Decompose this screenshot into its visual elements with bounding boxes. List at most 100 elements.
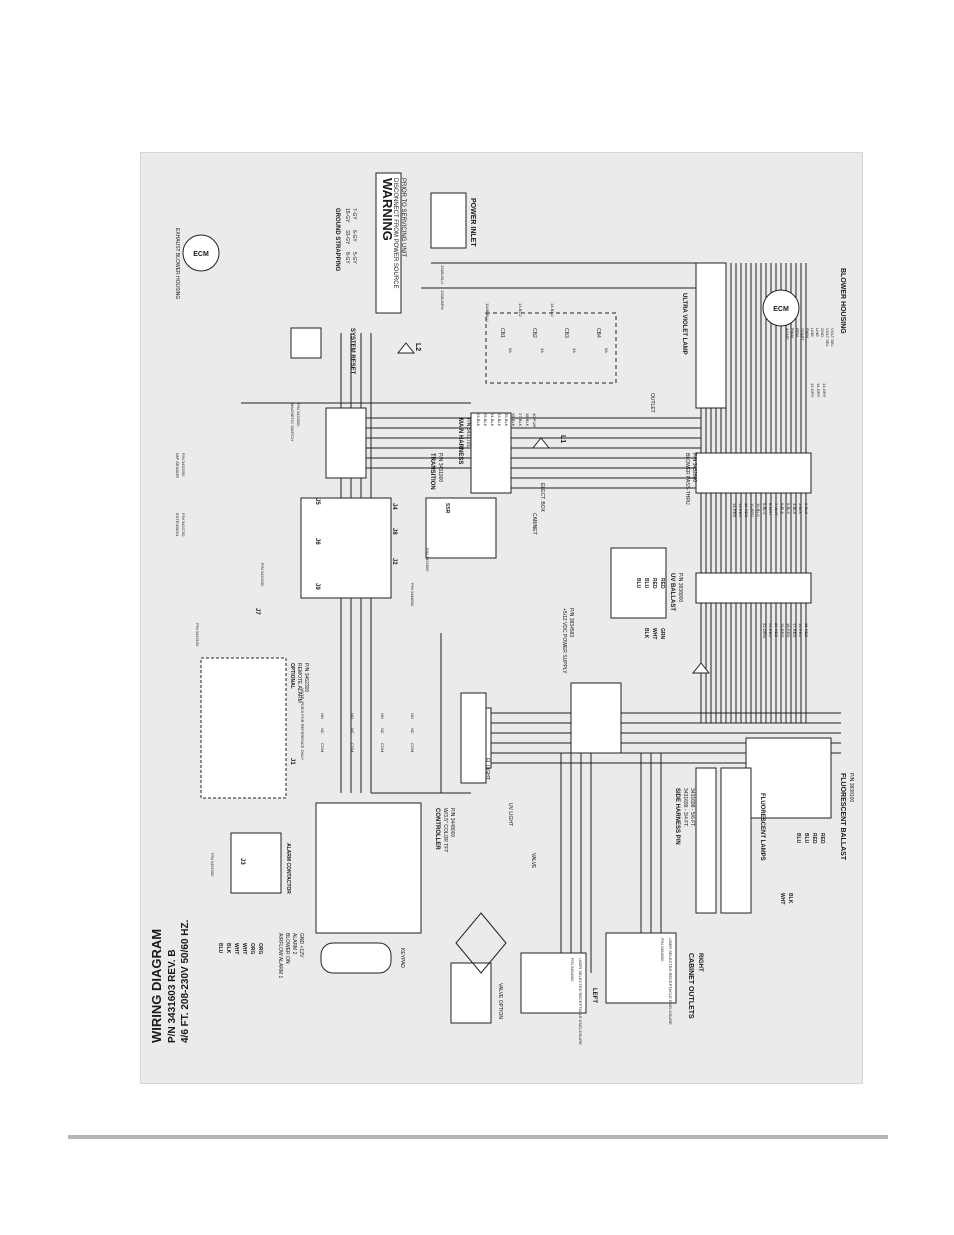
- extension-pn: P/N 3432700: [181, 513, 186, 537]
- sw-11: COM: [410, 743, 415, 752]
- ground-strapping-heading: GROUND STRAPPING: [334, 208, 340, 272]
- alarm-wire-0: ORG: [257, 943, 263, 955]
- l2-label: L2: [414, 343, 421, 351]
- wire-l6: 25-BLK: [483, 413, 488, 427]
- terminal-blocks: [200, 172, 832, 1024]
- sash-alarm-label: ALARM 2: [291, 933, 297, 955]
- right-outlet-label: RIGHT: [697, 953, 703, 972]
- fb-pin-1: RED: [811, 833, 817, 844]
- ecm-pin-9: AGND: [785, 328, 790, 340]
- sw-2: COM: [320, 743, 325, 752]
- main-harness-pn: P/N 3431701: [465, 418, 471, 447]
- receptacle-labels: USER SELECTED RECEPTACLE ENCLOSURE P/N 3…: [570, 938, 673, 1045]
- cb3-label: CB3: [563, 328, 569, 338]
- wire-r12: 11-RED: [750, 503, 755, 517]
- ultra-violet-lamp: [695, 262, 727, 409]
- elect-box-label: ELECT. BOX: [539, 483, 545, 513]
- exhaust-blower-label: EXHAUST BLOWER HOUSING: [174, 228, 180, 299]
- wire-r2: 12-GRY: [810, 383, 815, 398]
- uv-terminal: [695, 572, 812, 604]
- sw-0: NO: [320, 713, 325, 719]
- ground-item-5: 8-GY: [344, 252, 350, 264]
- sw-5: COM: [350, 743, 355, 752]
- power-supply-pn: P/N 3834583: [568, 608, 574, 637]
- blower-on-label: BLOWER ON: [284, 933, 290, 964]
- ecm-pin-6: START: [800, 328, 805, 341]
- sw-6: NO: [380, 713, 385, 719]
- j4-label: J4: [391, 503, 397, 510]
- warning-line1: DISCONNECT FROM POWER SOURCE: [392, 178, 398, 289]
- right-receptacle-pn: P/N 3454000: [660, 938, 665, 962]
- wire-r7: 6-BLK: [780, 503, 785, 514]
- optional-alarm-board: [200, 657, 287, 799]
- rotated-labels: WIRING DIAGRAM P/N 3431603 REV. B 4/6 FT…: [149, 178, 854, 1043]
- fluorescent-lamps-label: FLUORESCENT LAMPS: [759, 793, 765, 861]
- wire-l4: 14-BLU: [550, 303, 555, 317]
- cb4-label: CB4: [595, 328, 601, 338]
- right-outlet-box: [605, 932, 677, 1004]
- ecm-pins: VOLT SEL VOLT SEL GND LINE LINE PWM STAR…: [785, 328, 835, 348]
- main-harness-label: MAIN HARNESS: [457, 418, 463, 464]
- uv-ballast-box: [610, 547, 667, 619]
- keypad-label: KEYPAD: [399, 948, 405, 968]
- controller-label: CONTROLLER: [434, 808, 440, 850]
- wire-l0: 13AB-BLU: [440, 265, 445, 284]
- ecm-pin-7: RPM: [795, 328, 800, 337]
- j6-label: J6: [314, 538, 320, 545]
- wire-l10: 36-BLK: [511, 413, 516, 427]
- uvb-pin-2: BLU: [643, 578, 649, 589]
- wire-r6: 5-BLK: [786, 503, 791, 514]
- side-harness-label: SIDE HARNESS P/N: [674, 788, 680, 845]
- uvb-pin-5: WHT: [651, 628, 657, 639]
- wire-l5: 23-BLK: [476, 413, 481, 427]
- j-connector-board: [300, 497, 392, 599]
- ground-item-3: 7-GY: [351, 208, 357, 220]
- wire-r1: 14-GRY: [816, 383, 821, 398]
- ground-item-4: 6-GY: [351, 230, 357, 242]
- wire-r23: 22-ORN: [762, 623, 767, 638]
- transition-label: TRANSITION: [429, 453, 435, 490]
- pn-3432100: P/N 3432100: [195, 623, 200, 647]
- magnetic-switch-label: MAGNETIC SWITCH: [290, 403, 295, 441]
- wiring-diagram-scan: ECM ECM WIRING DIAGRAM P/N 3431603 REV. …: [140, 152, 863, 1084]
- j2-label: J2: [391, 558, 397, 565]
- wire-r18: 17-RED: [792, 623, 797, 637]
- uv-ballast-pins: RED RED BLU BLU GRN WHT BLK: [635, 578, 665, 640]
- cb1-rating: 5A: [508, 348, 513, 353]
- j5-label: J5: [314, 498, 320, 505]
- alarm-wire-1: ORG: [249, 943, 255, 955]
- cabinet-label: CABINET: [531, 513, 537, 535]
- airflow-alarm-label: AIRFLOW ALARM 1: [277, 933, 283, 979]
- ground-icon-2: [691, 662, 711, 674]
- uvb-pin-0: RED: [659, 578, 665, 589]
- wiring-diagram: ECM ECM WIRING DIAGRAM P/N 3431603 REV. …: [149, 172, 854, 1045]
- fluorescent-ballast-box: [745, 737, 832, 819]
- uv-lamp-label: ULTRA VIOLET LAMP: [681, 293, 687, 355]
- relay-valve: VALVE: [530, 853, 536, 869]
- transition-terminal: [325, 407, 367, 479]
- system-reset-switch: [290, 327, 322, 359]
- wire-r9: 8-WHT: [768, 503, 773, 516]
- wire-labels-left: 13AB-BLU 13AB-BRN 11AB-BLU 13-BLU 14-BLU…: [440, 265, 555, 427]
- wire-r8: 7-WHT: [774, 503, 779, 516]
- optional-sub: REMOTE ALARM: [296, 663, 302, 703]
- lamp-relays: FL LIGHT UV LIGHT VALVE: [484, 758, 536, 869]
- alarm-wire-5: BLU: [217, 943, 223, 954]
- wire-l11: 37-BLK: [518, 413, 523, 427]
- imp-sensor-label: IMP SENSOR: [175, 453, 180, 478]
- bridge-rectifier-icon: [455, 912, 507, 974]
- valve-option-label: VALVE OPTION: [497, 983, 503, 1019]
- cb3-rating: 3A: [572, 348, 577, 353]
- wire-r0: 13-GRY: [822, 383, 827, 398]
- sw-1: NC: [320, 728, 325, 734]
- fb-pin-5: WHT: [779, 893, 785, 904]
- wire-l7: 34-BLK: [490, 413, 495, 427]
- fluorescent-ballast-pins: RED RED BLU BLU BLK WHT: [779, 833, 825, 904]
- j8-label: J8: [391, 528, 397, 535]
- main-harness-terminal: [470, 412, 512, 494]
- valve-option-box: [450, 962, 492, 1024]
- wire-r3: 2-BLK: [804, 503, 809, 514]
- wire-r15: 14-RED: [732, 503, 737, 517]
- alarm-contactor-block: [230, 832, 282, 894]
- ground-item-6: 5-GY: [351, 252, 357, 264]
